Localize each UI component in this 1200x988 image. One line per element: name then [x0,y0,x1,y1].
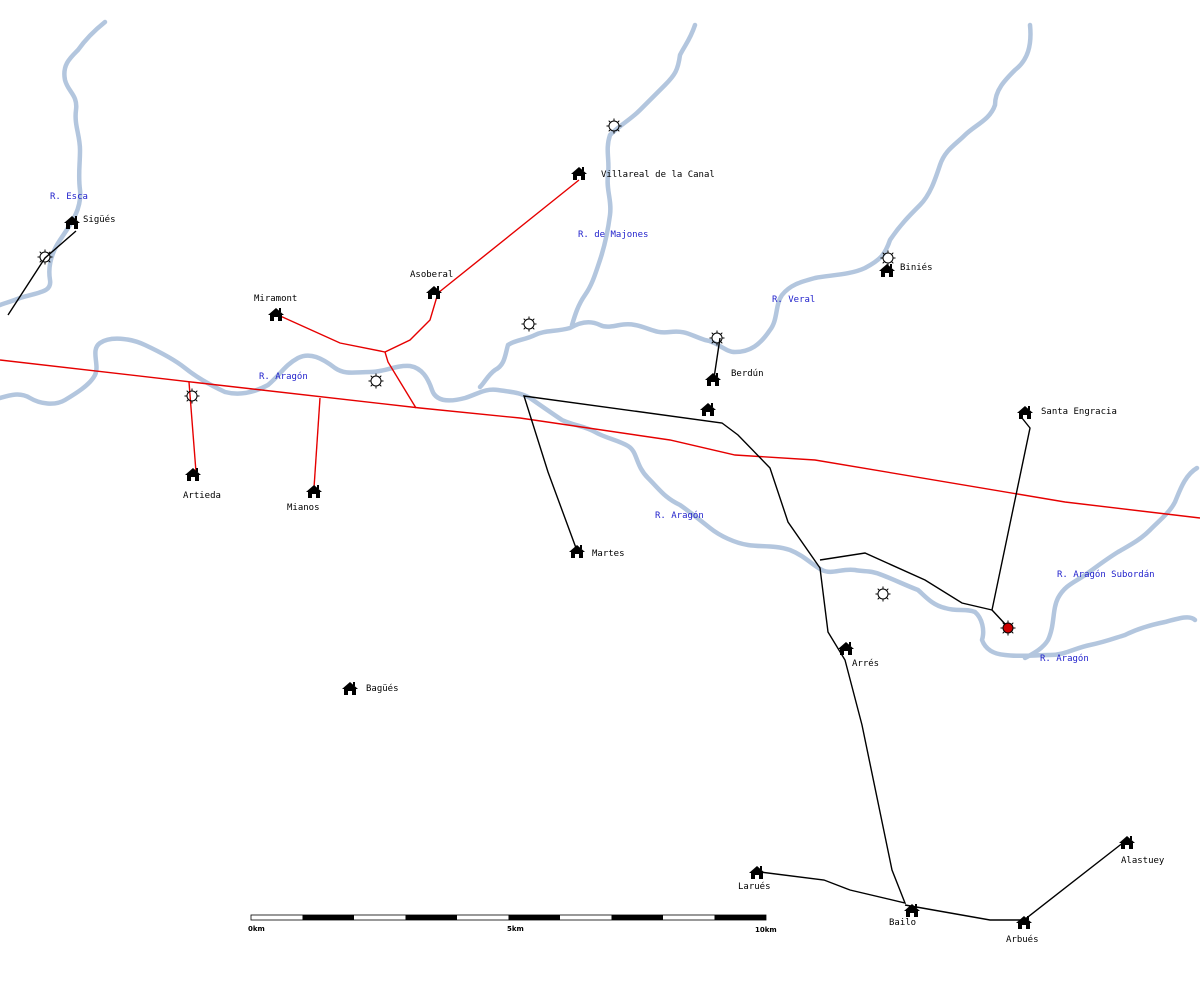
place-label: Asoberal [410,270,453,280]
road-mianos [313,397,321,489]
scale-label-mid: 5km [507,925,524,933]
place-berdun: Berdún [705,369,764,386]
place-mianos: Mianos [287,485,322,513]
river-aragon [0,336,1198,659]
circle-star-icon [875,586,891,602]
house-icon [571,167,587,180]
place-label: Sigüés [83,214,116,225]
road-bailo-arbues-alastuey [904,841,1125,921]
house-icon [426,286,442,299]
house-icon [569,545,585,558]
place-unnamed [700,403,716,416]
river-label: R. Aragón [259,371,308,382]
river-majones [569,22,698,328]
road-junction-main [384,351,417,409]
house-icon [306,485,322,498]
place-label: Santa Engracia [1041,407,1117,417]
river-labels: R. Esca R. de Majones R. Veral R. Aragón… [50,192,1155,664]
circle-star-icon [880,250,896,266]
house-icon [879,264,895,277]
river-aragon-subordan [1022,465,1200,661]
circle-star-icon [709,330,725,346]
place-martes: Martes [569,545,625,559]
circle-star-icon [606,118,622,134]
place-label: Larués [738,881,771,892]
place-label: Alastuey [1121,856,1165,866]
river-label: R. Aragón [1040,653,1089,664]
place-label: Arrés [852,658,879,669]
house-icon [342,682,358,695]
river-label: R. de Majones [578,230,648,240]
house-icon [700,403,716,416]
place-villareal: Villareal de la Canal [571,167,715,180]
place-santa-engracia: Santa Engracia [1017,406,1117,419]
place-artieda: Artieda [183,468,221,501]
house-icon [1119,836,1135,849]
circle-star-icon [521,316,537,332]
place-sigues: Sigüés [64,214,116,229]
house-icon [749,866,765,879]
river-label: R. Esca [50,192,88,202]
landmarks [37,118,1016,636]
house-icon [268,308,284,321]
circle-star-icon [184,388,200,404]
place-label: Mianos [287,503,320,513]
house-icon [185,468,201,481]
road-martes-loop [522,395,907,904]
road-bernuy [713,337,721,379]
river-label: R. Aragón [655,510,704,521]
scale-label-start: 0km [248,925,265,933]
main-road [0,359,1200,519]
place-label: Martes [592,549,625,559]
house-icon [705,373,721,386]
place-miramont: Miramont [254,294,297,321]
rivers [0,19,1200,661]
house-icon [64,216,80,229]
place-label: Berdún [731,369,764,379]
circle-star-icon [368,373,384,389]
river-veral [477,22,1033,390]
house-icon [1017,406,1033,419]
road-santa-engracia [991,417,1031,626]
place-bailo: Bailo [889,904,920,928]
river-label: R. Aragón Subordán [1057,569,1155,580]
house-icon [1016,916,1032,929]
place-alastuey: Alastuey [1119,836,1165,866]
circle-star-icon [37,249,53,265]
place-label: Bailo [889,918,916,928]
place-arres: Arrés [838,642,879,669]
scale-bar: 0km 5km 10km [248,914,777,934]
river-esca [0,19,108,308]
road-arres-highlight [819,552,993,611]
place-bagues: Bagüés [342,682,399,695]
red-circle-star-icon [1000,620,1016,636]
river-label: R. Veral [772,295,815,305]
place-label: Artieda [183,491,221,501]
road-artieda [188,381,197,473]
road-sigues [7,230,77,316]
scale-label-end: 10km [755,926,777,934]
place-label: Arbués [1006,934,1039,945]
place-larues: Larués [738,866,771,892]
house-icon [838,642,854,655]
place-label: Biniés [900,262,933,273]
place-binies: Biniés [879,262,933,277]
settlements: Sigüés Villareal de la Canal Asoberal Mi… [64,167,1165,945]
place-label: Bagüés [366,683,399,694]
place-asoberal: Asoberal [410,270,453,299]
place-label: Villareal de la Canal [601,170,715,180]
place-arbues: Arbués [1006,916,1039,945]
place-label: Miramont [254,294,297,304]
